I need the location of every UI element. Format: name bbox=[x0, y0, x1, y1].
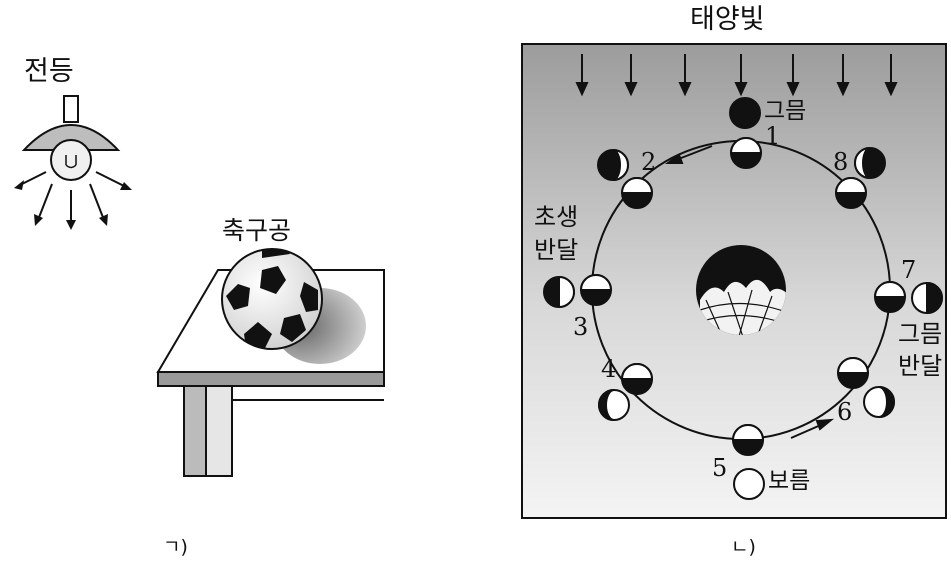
orbit-moon-5 bbox=[731, 424, 765, 456]
position-number-3: 3 bbox=[573, 313, 589, 341]
orbit-moon-2 bbox=[620, 177, 654, 209]
appearance-2 bbox=[597, 149, 629, 181]
orbit-moon-8 bbox=[834, 177, 868, 209]
position-number-5: 5 bbox=[712, 454, 728, 482]
orbit-moon-4 bbox=[620, 363, 654, 395]
soccer-ball-label: 축구공 bbox=[222, 216, 292, 245]
first-quarter-label-line1: 초생 bbox=[534, 203, 579, 231]
appearance-new-moon bbox=[729, 97, 761, 129]
position-number-8: 8 bbox=[833, 148, 849, 176]
appearance-first-quarter bbox=[543, 275, 575, 309]
orbit-moon-3 bbox=[579, 274, 613, 306]
lamp-illustration bbox=[14, 95, 132, 230]
soccer-ball-illustration bbox=[221, 248, 378, 364]
orbit-moon-1 bbox=[729, 137, 763, 169]
new-moon-label: 그믐 bbox=[764, 98, 807, 124]
sunlight-arrows bbox=[575, 54, 898, 97]
lamp-label: 전등 bbox=[24, 56, 74, 87]
phase-appearances bbox=[543, 97, 943, 500]
caption-left: ㄱ) bbox=[163, 536, 188, 558]
full-moon-label: 보름 bbox=[768, 468, 811, 494]
orbit-direction-arrows bbox=[664, 145, 835, 439]
position-number-2: 2 bbox=[641, 148, 657, 176]
appearance-4 bbox=[598, 389, 630, 421]
position-number-7: 7 bbox=[901, 256, 917, 284]
sunlight-label: 태양빛 bbox=[690, 4, 765, 35]
last-quarter-label-line1: 그믐 bbox=[898, 320, 943, 348]
appearance-8 bbox=[854, 147, 886, 179]
appearance-6 bbox=[863, 386, 895, 418]
position-number-4: 4 bbox=[601, 355, 617, 383]
orbit-moons bbox=[579, 137, 907, 456]
appearance-last-quarter bbox=[911, 281, 943, 315]
position-number-6: 6 bbox=[837, 398, 853, 426]
orbit-moon-7 bbox=[873, 281, 907, 313]
position-number-1: 1 bbox=[765, 122, 781, 150]
caption-right: ㄴ) bbox=[731, 536, 756, 558]
appearance-full-moon bbox=[733, 468, 765, 500]
first-quarter-label-line2: 반달 bbox=[534, 236, 579, 264]
orbit-moon-6 bbox=[836, 357, 870, 389]
last-quarter-label-line2: 반달 bbox=[898, 352, 943, 380]
